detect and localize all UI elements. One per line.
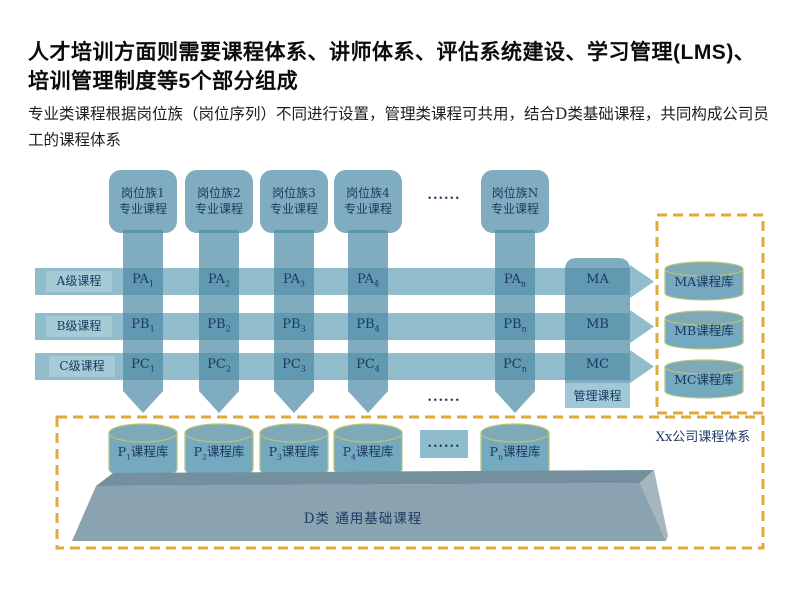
page-title: 人才培训方面则需要课程体系、讲师体系、评估系统建设、学习管理(LMS)、 培训管… — [28, 38, 780, 96]
column-header-label-1: 岗位族1 专业课程 — [109, 185, 177, 217]
column-stem-arrow-3 — [274, 230, 314, 413]
cell-pa2: PA2 — [207, 272, 231, 289]
column-4-type: 专业课程 — [343, 202, 392, 216]
cell-pb4: PB4 — [356, 317, 380, 334]
column-2-name: 岗位族2 — [197, 186, 241, 200]
cylinder-row-ellipsis: ...... — [427, 436, 461, 451]
row-label-a: A级课程 — [56, 274, 102, 288]
cylinder-p3 — [259, 423, 329, 479]
trapezoid-front-face — [72, 483, 666, 541]
p2-library-label: P2课程库 — [193, 444, 245, 462]
column-3-name: 岗位族3 — [272, 186, 316, 200]
cell-pc4: PC4 — [356, 357, 380, 374]
page-title-line2: 培训管理制度等5个部分组成 — [28, 70, 299, 93]
column-stem-arrow-4 — [348, 230, 388, 413]
cylinder-p2 — [184, 423, 254, 479]
column-2-type: 专业课程 — [194, 202, 243, 216]
column-1-name: 岗位族1 — [121, 186, 165, 200]
column-stem-arrow-1 — [123, 230, 163, 413]
row-label-box-c — [49, 356, 115, 377]
base-course-label: D类 通用基础课程 — [303, 511, 423, 527]
company-system-label: Xx公司课程体系 — [655, 430, 751, 445]
column-stem-arrow-n — [495, 230, 535, 413]
trapezoid-top-face — [96, 470, 654, 486]
p4-library-label: P4课程库 — [342, 444, 394, 462]
job-family-columns — [109, 170, 630, 413]
column-4-name: 岗位族4 — [346, 186, 390, 200]
band-c-arrow-icon — [630, 350, 654, 383]
m-library-dashed-box — [655, 213, 765, 415]
cell-pan: PAn — [503, 272, 527, 289]
column-3-type: 专业课程 — [269, 202, 318, 216]
column-n-name: 岗位族N — [491, 186, 539, 200]
column-header-1 — [109, 170, 177, 233]
column-header-3 — [260, 170, 328, 233]
row-label-boxes — [46, 271, 115, 377]
m-library-cylinders — [664, 261, 744, 399]
column-header-label-n: 岗位族N 专业课程 — [481, 185, 549, 217]
column-stem-arrow-2 — [199, 230, 239, 413]
company-system-dashed-box — [55, 415, 765, 550]
row-label-b: B级课程 — [56, 319, 102, 333]
cylinder-mb — [664, 310, 744, 350]
pn-library-label: Pn课程库 — [489, 444, 541, 462]
cell-ma: MA — [586, 272, 609, 287]
dashed-borders — [55, 213, 765, 550]
column-header-n — [481, 170, 549, 233]
column-header-2 — [185, 170, 253, 233]
management-label-box — [565, 383, 630, 408]
header-ellipsis: ...... — [427, 188, 461, 203]
cell-mc: MC — [585, 357, 610, 372]
p3-library-label: P3课程库 — [268, 444, 320, 462]
cell-pbn: PBn — [503, 317, 527, 334]
ma-library-label: MA课程库 — [674, 274, 734, 289]
cell-pb2: PB2 — [207, 317, 231, 334]
mc-library-label: MC课程库 — [674, 372, 734, 387]
cylinder-row-dots-box — [420, 430, 468, 458]
page-subtitle: 专业类课程根据岗位族（岗位序列）不同进行设置，管理类课程可共用，结合D类基础课程… — [28, 105, 769, 149]
cylinder-ma — [664, 261, 744, 301]
column-header-4 — [334, 170, 402, 233]
column-1-type: 专业课程 — [118, 202, 167, 216]
column-header-label-2: 岗位族2 专业课程 — [185, 185, 253, 217]
cell-pcn: PCn — [503, 357, 527, 374]
p1-library-label: P1课程库 — [117, 444, 169, 462]
management-column — [565, 258, 630, 408]
row-label-box-a — [46, 271, 112, 292]
cell-pa3: PA3 — [282, 272, 306, 289]
row-label-box-b — [46, 316, 112, 337]
cylinder-p1 — [108, 423, 178, 479]
column-header-label-3: 岗位族3 专业课程 — [260, 185, 328, 217]
row-label-c: C级课程 — [59, 359, 105, 373]
cell-pb3: PB3 — [282, 317, 306, 334]
band-a-arrow-icon — [630, 265, 654, 298]
trapezoid-side-face — [640, 470, 668, 541]
band-b-arrow-icon — [630, 310, 654, 343]
column-n-type: 专业课程 — [490, 202, 539, 216]
management-courses-label: 管理课程 — [573, 389, 622, 403]
mid-ellipsis: ...... — [427, 390, 461, 405]
page-title-line1: 人才培训方面则需要课程体系、讲师体系、评估系统建设、学习管理(LMS)、 — [28, 41, 756, 64]
column-header-label-4: 岗位族4 专业课程 — [334, 185, 402, 217]
cell-pc3: PC3 — [282, 357, 306, 374]
cell-pb1: PB1 — [131, 317, 155, 334]
base-course-trapezoid — [72, 470, 668, 541]
cylinder-pn — [480, 423, 550, 479]
mb-library-label: MB课程库 — [674, 323, 734, 338]
cell-pc2: PC2 — [207, 357, 231, 374]
cell-mb: MB — [586, 317, 609, 332]
cell-pc1: PC1 — [131, 357, 155, 374]
cell-pa4: PA4 — [356, 272, 380, 289]
cell-pa1: PA1 — [131, 272, 155, 289]
cylinder-mc — [664, 359, 744, 399]
